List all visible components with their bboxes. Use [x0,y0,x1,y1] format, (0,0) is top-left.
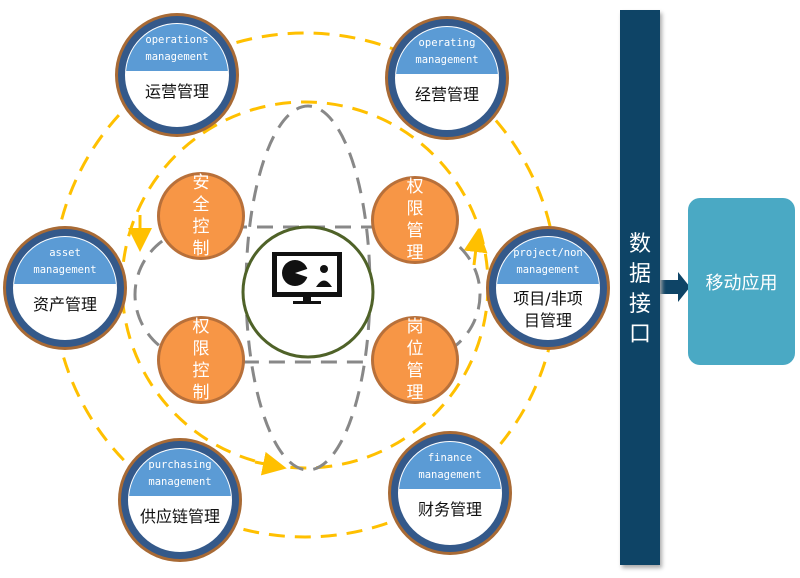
dashboard-monitor-icon [272,252,342,304]
control-position-management[interactable]: 岗位管理 [371,316,459,404]
interface-arrow [660,272,690,302]
data-interface-bar: 数据接口 [620,10,660,565]
arrow-right [463,228,488,266]
horizontal-gray-loop [133,225,482,364]
control-permission-management[interactable]: 权限管理 [371,176,459,264]
arrow-bottom [254,451,287,476]
control-security[interactable]: 安全控制 [157,172,245,260]
mobile-app-box[interactable]: 移动应用 [688,198,795,365]
control-permission[interactable]: 权限控制 [157,316,245,404]
